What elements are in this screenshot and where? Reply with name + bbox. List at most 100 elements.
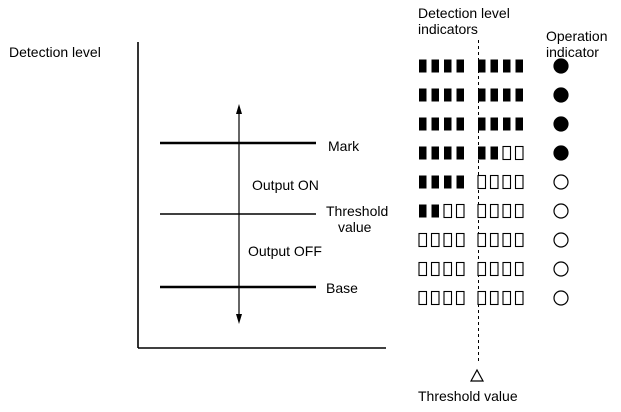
indicator-segment-lit <box>444 117 452 131</box>
indicator-segment-unlit <box>502 261 512 277</box>
indicator-segment-lit <box>444 59 452 73</box>
indicator-segment-unlit <box>455 290 465 306</box>
indicator-segment-unlit <box>514 232 524 248</box>
indicator-segment-unlit <box>514 261 524 277</box>
output-off-label: Output OFF <box>248 243 322 259</box>
indicator-segment-unlit <box>477 232 487 248</box>
indicator-segment-unlit <box>489 232 499 248</box>
indicator-segment-lit <box>456 175 464 189</box>
operation-indicator-on <box>553 87 569 103</box>
indicator-segment-lit <box>431 117 439 131</box>
indicator-segment-unlit <box>477 203 487 219</box>
indicator-segment-unlit <box>443 203 453 219</box>
indicator-segment-unlit <box>489 174 499 190</box>
operation-indicator-off <box>553 174 569 190</box>
indicator-segment-lit <box>431 204 439 218</box>
indicator-segment-unlit <box>443 290 453 306</box>
operation-header: Operation indicator <box>546 28 607 60</box>
indicator-segment-lit <box>478 88 486 102</box>
indicator-segment-unlit <box>502 174 512 190</box>
indicator-segment-lit <box>456 146 464 160</box>
indicator-segment-lit <box>419 117 427 131</box>
threshold-marker-triangle <box>469 368 485 382</box>
indicator-segment-unlit <box>489 290 499 306</box>
indicator-segment-unlit <box>430 290 440 306</box>
indicator-segment-unlit <box>477 290 487 306</box>
indicator-segment-unlit <box>430 261 440 277</box>
range-arrow-head-up <box>236 104 242 114</box>
operation-indicator-on <box>553 116 569 132</box>
mark-label: Mark <box>328 138 360 154</box>
indicator-segment-unlit <box>477 174 487 190</box>
indicator-segment-lit <box>456 117 464 131</box>
indicator-segment-lit <box>490 146 498 160</box>
threshold-label-line2: value <box>338 219 372 235</box>
indicators-header-line2: indicators <box>418 21 478 37</box>
indicator-segment-lit <box>456 59 464 73</box>
indicator-segment-lit <box>503 59 511 73</box>
indicator-segment-lit <box>503 117 511 131</box>
indicator-segment-lit <box>515 117 523 131</box>
indicator-segment-unlit <box>443 232 453 248</box>
indicator-segment-unlit <box>455 203 465 219</box>
indicator-segment-unlit <box>514 145 524 161</box>
operation-header-line1: Operation <box>546 28 608 44</box>
threshold-label: Threshold value <box>326 203 388 235</box>
indicator-segment-lit <box>490 117 498 131</box>
indicator-segment-lit <box>431 88 439 102</box>
indicator-segment-unlit <box>430 232 440 248</box>
operation-indicator-on <box>553 145 569 161</box>
indicator-segment-lit <box>419 59 427 73</box>
indicator-segment-unlit <box>455 232 465 248</box>
indicator-segment-lit <box>478 146 486 160</box>
indicator-segment-unlit <box>455 261 465 277</box>
operation-indicator-off <box>553 290 569 306</box>
indicator-segment-unlit <box>502 145 512 161</box>
indicator-segment-lit <box>431 59 439 73</box>
indicator-segment-lit <box>490 88 498 102</box>
operation-header-line2: indicator <box>546 44 599 60</box>
indicator-segment-unlit <box>489 203 499 219</box>
indicator-segment-lit <box>444 146 452 160</box>
indicator-segment-unlit <box>514 290 524 306</box>
indicator-segment-lit <box>478 117 486 131</box>
indicator-segment-unlit <box>477 261 487 277</box>
indicator-segment-unlit <box>514 203 524 219</box>
indicator-segment-lit <box>490 59 498 73</box>
indicator-segment-lit <box>419 88 427 102</box>
indicator-segment-lit <box>431 146 439 160</box>
y-axis-label: Detection level <box>9 44 101 60</box>
indicator-segment-unlit <box>418 261 428 277</box>
indicator-segment-lit <box>503 88 511 102</box>
indicator-segment-unlit <box>489 261 499 277</box>
operation-indicator-on <box>553 58 569 74</box>
base-label: Base <box>326 280 358 296</box>
indicator-segment-lit <box>419 204 427 218</box>
indicator-segment-lit <box>515 59 523 73</box>
indicator-segment-unlit <box>502 203 512 219</box>
indicator-segment-lit <box>419 175 427 189</box>
indicator-segment-unlit <box>443 261 453 277</box>
operation-indicator-off <box>553 232 569 248</box>
indicator-segment-lit <box>431 175 439 189</box>
indicator-segment-unlit <box>502 232 512 248</box>
threshold-bottom-label: Threshold value <box>418 388 518 404</box>
indicators-header-line1: Detection level <box>418 5 510 21</box>
indicator-segment-lit <box>444 88 452 102</box>
indicator-segment-unlit <box>502 290 512 306</box>
indicator-segment-unlit <box>418 290 428 306</box>
operation-indicator-off <box>553 203 569 219</box>
operation-indicator-off <box>553 261 569 277</box>
indicator-segment-lit <box>478 59 486 73</box>
indicator-segment-lit <box>456 88 464 102</box>
indicators-header: Detection level indicators <box>418 5 510 37</box>
threshold-label-line1: Threshold <box>326 203 389 219</box>
indicator-grid <box>418 58 569 306</box>
output-on-label: Output ON <box>252 177 319 193</box>
indicator-segment-lit <box>419 146 427 160</box>
indicator-segment-lit <box>444 175 452 189</box>
range-arrow-head-down <box>236 314 242 324</box>
indicator-segment-unlit <box>514 174 524 190</box>
